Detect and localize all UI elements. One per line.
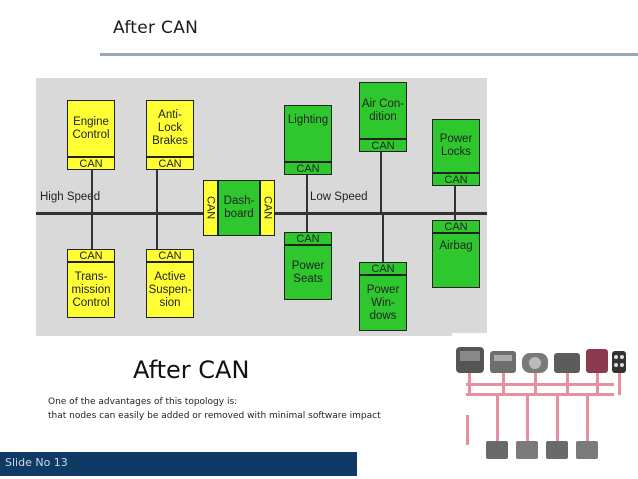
low-speed-label: Low Speed	[308, 191, 370, 203]
lighting-node: Lighting	[284, 105, 332, 162]
bus-stub	[91, 215, 93, 249]
air-condition-node: Air Con- dition	[359, 82, 407, 139]
can-controller-label: CAN	[432, 173, 480, 186]
anti-lock-brakes-node: Anti- Lock Brakes	[146, 100, 194, 157]
can-controller-label: CAN	[359, 139, 407, 152]
airbag-node: Airbag	[432, 233, 480, 288]
active-suspension-node: Active Suspen- sion	[146, 262, 194, 318]
can-controller-label: CAN	[432, 220, 480, 233]
bus-stub	[380, 152, 382, 212]
can-bus-vehicle-thumbnail	[452, 333, 630, 475]
bus-stub	[156, 170, 158, 212]
bus-stub	[382, 215, 384, 262]
can-controller-label: CAN	[146, 249, 194, 262]
engine-control-node: Engine Control	[67, 100, 115, 157]
bus-stub	[156, 215, 158, 249]
bus-stub	[91, 170, 93, 212]
bus-stub	[306, 175, 308, 212]
can-controller-label: CAN	[359, 262, 407, 275]
title-divider	[100, 53, 638, 56]
transmission-control-node: Trans- mission Control	[67, 262, 115, 318]
can-controller-label: CAN	[284, 232, 332, 245]
advantage-note-line2: that nodes can easily be added or remove…	[48, 411, 381, 421]
bus-stub	[306, 215, 308, 232]
can-controller-label: CAN	[67, 157, 115, 170]
bus-stub	[454, 186, 456, 212]
bus-stub	[454, 215, 456, 220]
dashboard-node: Dash- board	[218, 180, 260, 236]
slide-title: After CAN	[113, 18, 199, 38]
can-controller-label: CAN	[260, 180, 275, 236]
power-windows-node: Power Win- dows	[359, 275, 407, 331]
slide-number: Slide No 13	[5, 456, 68, 469]
can-controller-label: CAN	[146, 157, 194, 170]
advantage-note-line1: One of the advantages of this topology i…	[48, 397, 238, 407]
power-seats-node: Power Seats	[284, 245, 332, 300]
can-controller-label: CAN	[203, 180, 218, 236]
can-controller-label: CAN	[67, 249, 115, 262]
power-locks-node: Power Locks	[432, 119, 480, 173]
diagram-caption: After CAN	[133, 356, 250, 384]
can-controller-label: CAN	[284, 162, 332, 175]
can-topology-diagram: High Speed Low Speed Engine Control CAN …	[36, 78, 487, 336]
footer-bar	[0, 452, 357, 476]
high-speed-label: High Speed	[38, 191, 103, 203]
